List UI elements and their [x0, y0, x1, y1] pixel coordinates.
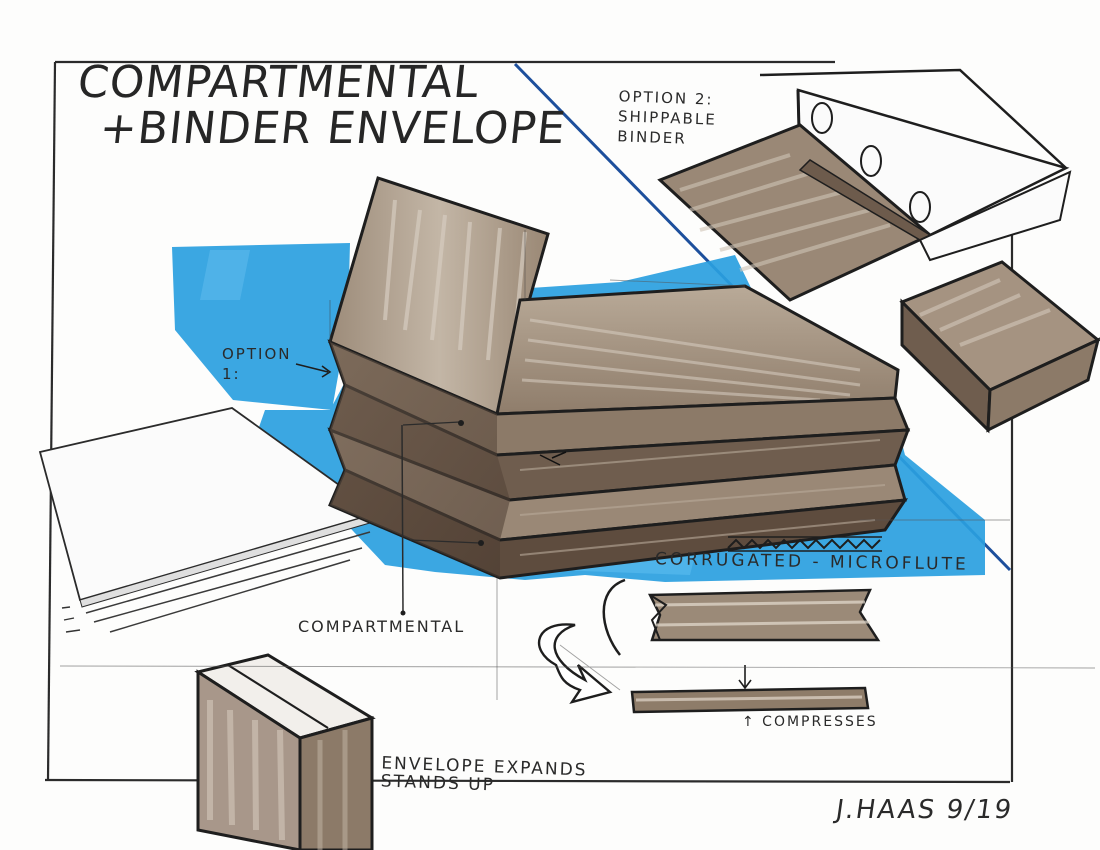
label-compresses: ↑ COMPRESSES [742, 714, 878, 730]
label-option-2: OPTION 2: SHIPPABLE BINDER [617, 87, 718, 148]
construction-lines [59, 279, 1096, 691]
envelope-standing [194, 653, 376, 850]
label-option-1: OPTION 1: [222, 345, 292, 383]
accordion-envelope-option1 [295, 176, 911, 700]
curved-arrow [538, 623, 613, 704]
binder-option2 [657, 68, 1072, 302]
box-option2-closed [899, 260, 1100, 434]
title-line-1: COMPARTMENTAL [75, 57, 482, 108]
corrugated-detail [602, 536, 882, 714]
title-line-2: +BINDER ENVELOPE [97, 103, 569, 154]
label-compartmental: COMPARTMENTAL [298, 617, 466, 636]
label-envelope-expands: ENVELOPE EXPANDS STANDS UP [380, 753, 588, 796]
signature: J.HAAS 9/19 [833, 795, 1016, 825]
